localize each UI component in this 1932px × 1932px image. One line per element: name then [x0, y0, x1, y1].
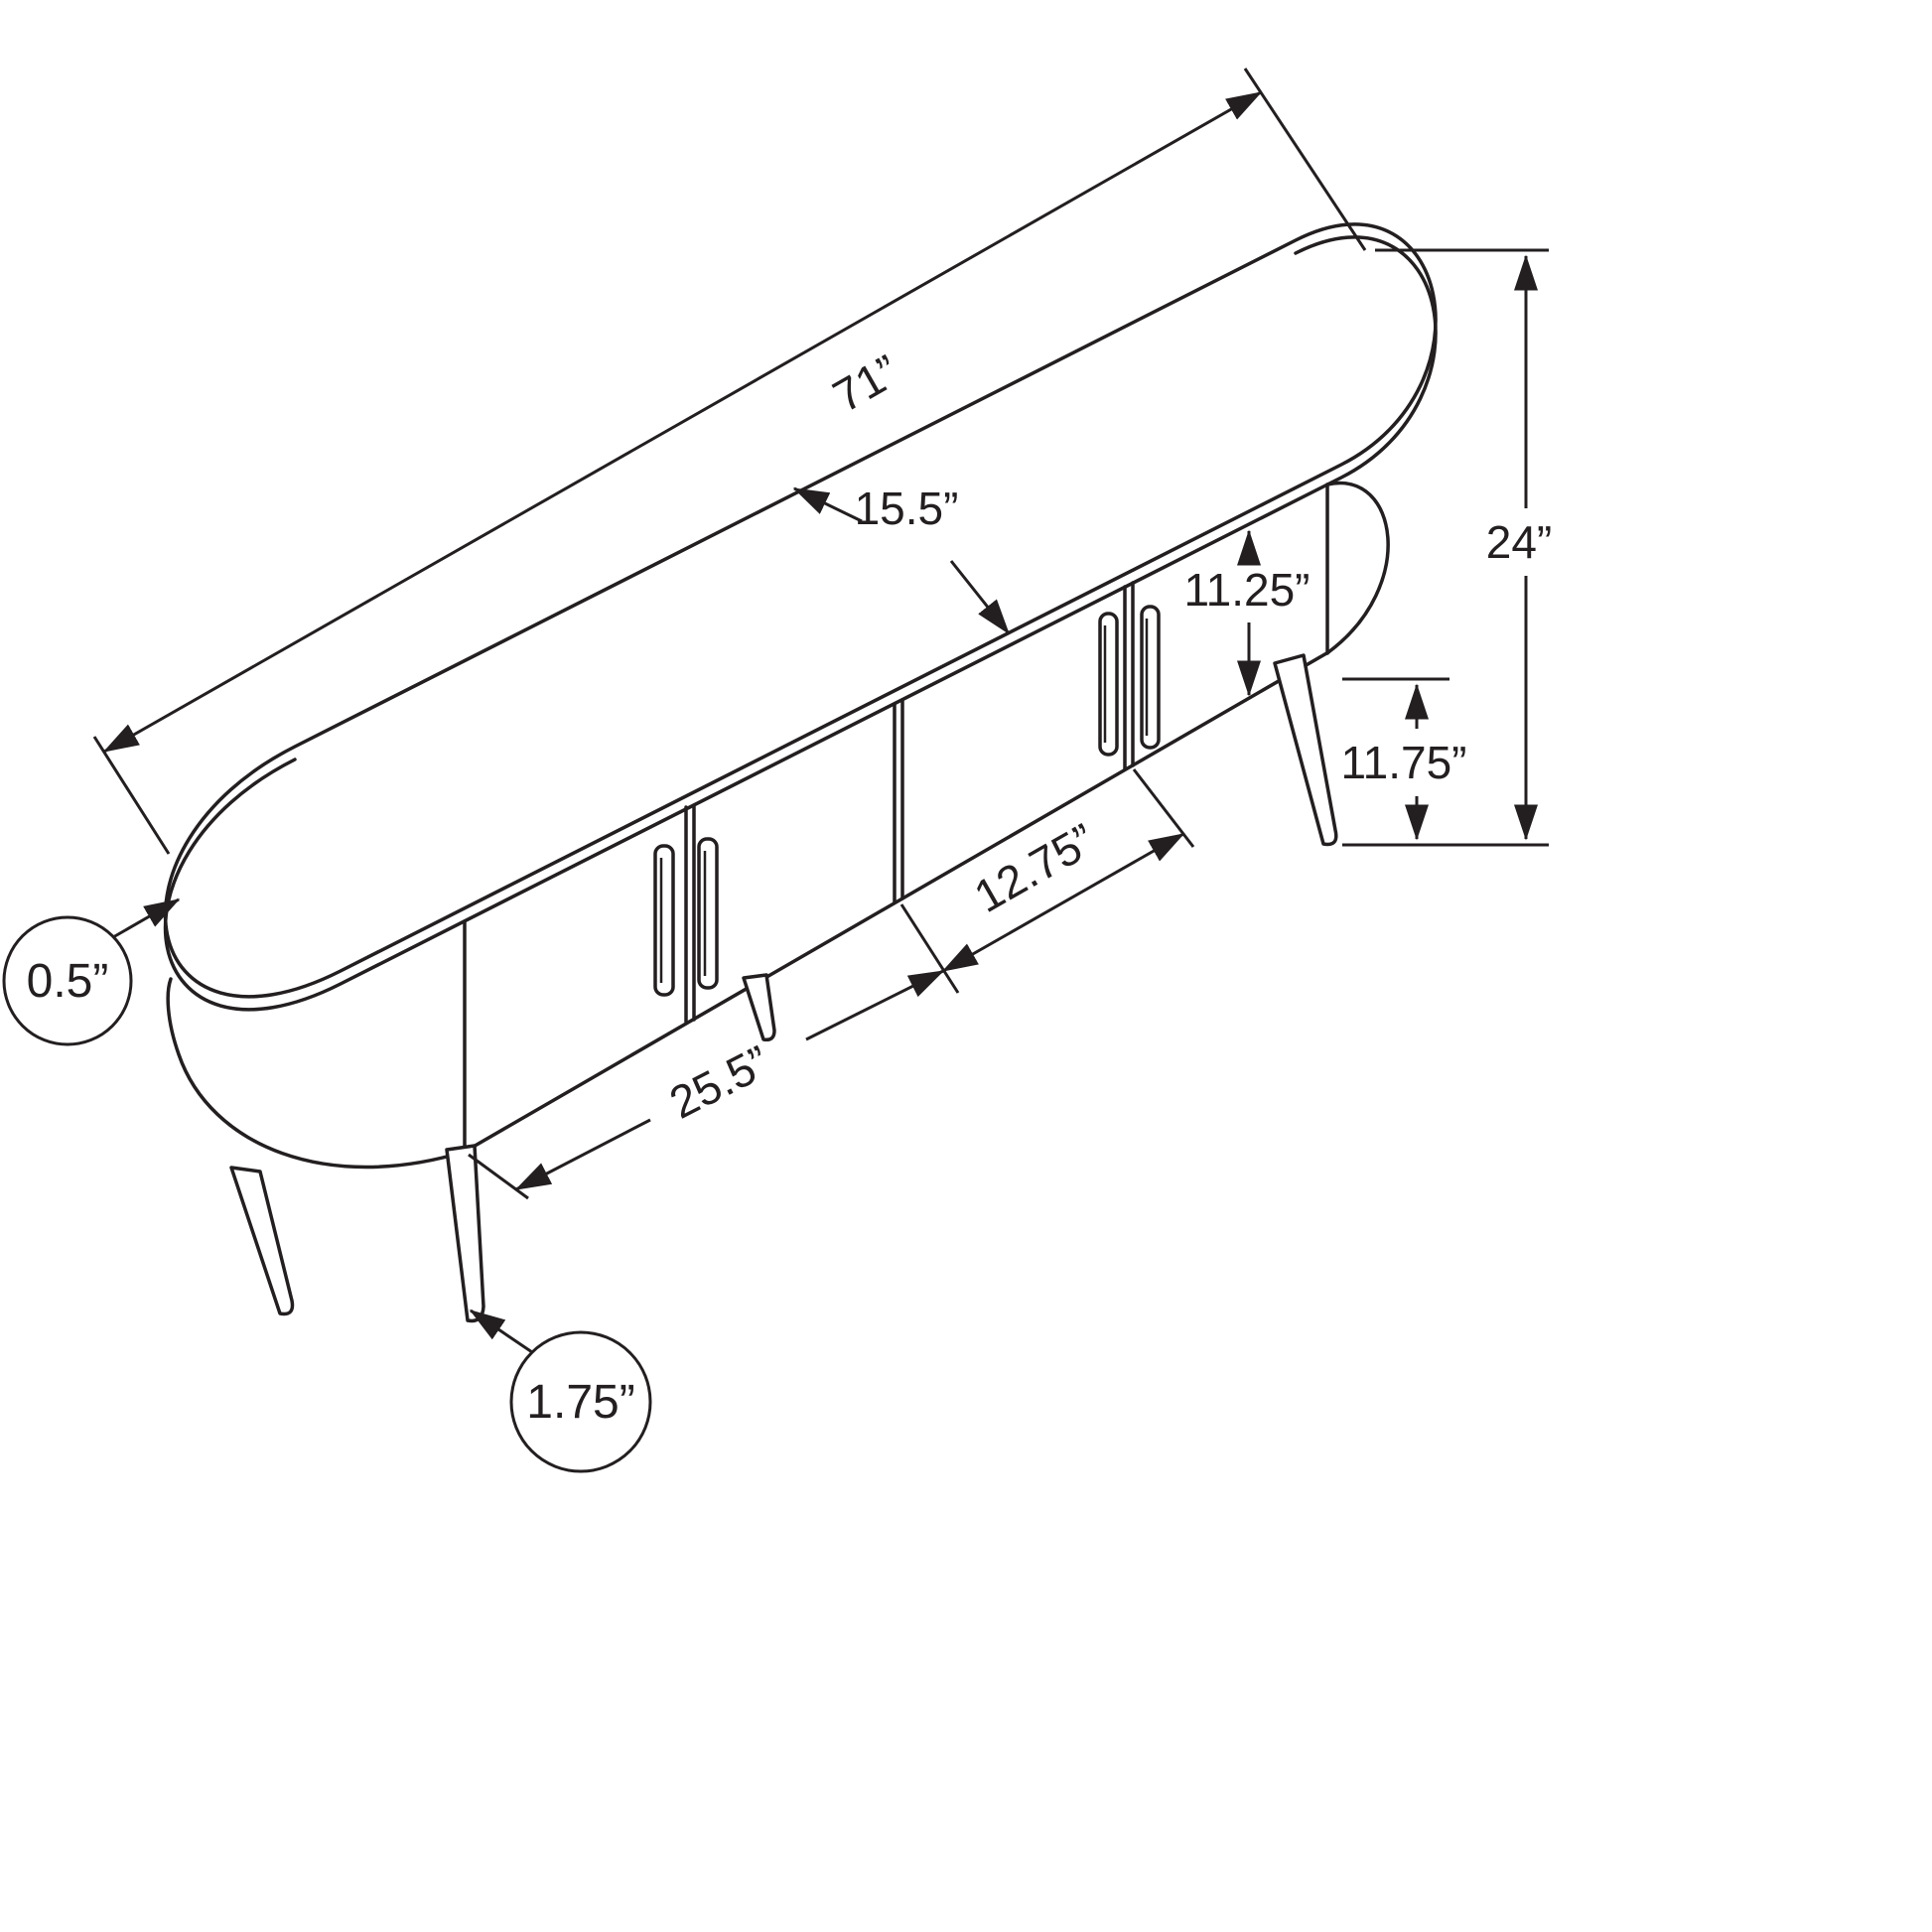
label-overall-width: 71” — [824, 345, 907, 422]
body-left-cap — [166, 977, 467, 1170]
dim-door-width-ext-left — [899, 903, 960, 994]
dim-door-width: 12.75” — [899, 768, 1195, 994]
dim-door-height: 11.25” — [1183, 529, 1311, 697]
leg-front-left — [229, 1166, 295, 1316]
top-edge-band — [163, 235, 1438, 1012]
label-door-height: 11.25” — [1183, 564, 1310, 616]
label-leg-diameter: 1.75” — [526, 1376, 634, 1429]
dim-overall-height: 24” — [1342, 248, 1552, 847]
label-double-door-width: 25.5” — [661, 1035, 777, 1129]
callout-top-thickness-circle — [2, 915, 133, 1046]
dim-door-width-arrow — [941, 832, 1185, 973]
callout-leg-diameter-arrow — [469, 1309, 533, 1354]
body-right-cap — [1325, 481, 1390, 654]
label-top-thickness: 0.5” — [27, 955, 109, 1008]
dim-door-width-ext-right — [1132, 768, 1195, 848]
right-door-handle-b — [1140, 605, 1161, 750]
left-door-handle-b — [697, 837, 719, 990]
dim-top-depth-arrow-back — [792, 486, 863, 523]
dim-double-door-width-ext-left — [468, 1153, 529, 1200]
dim-overall-width-ext-left — [92, 736, 171, 855]
right-door-handle-a — [1098, 612, 1119, 757]
label-leg-height: 11.75” — [1340, 737, 1466, 788]
dim-double-door-width: 25.5” — [468, 969, 945, 1200]
callout-top-thickness: 0.5” — [2, 897, 181, 1046]
tv-stand — [163, 222, 1438, 1323]
left-door-handle-a — [653, 844, 675, 997]
dim-double-door-width-arrow-right — [805, 969, 945, 1041]
label-overall-height: 24” — [1486, 516, 1552, 568]
leg-mid-left — [445, 1144, 485, 1323]
dim-top-depth: 15.5” — [792, 483, 1011, 635]
leg-front-right — [1273, 653, 1338, 847]
leg-back-middle — [742, 973, 776, 1042]
dim-overall-width-ext-right — [1243, 68, 1367, 251]
label-top-depth: 15.5” — [855, 483, 959, 534]
label-door-width: 12.75” — [966, 813, 1104, 922]
legs — [229, 653, 1338, 1323]
dim-overall-width-arrow — [102, 90, 1263, 754]
dim-leg-height: 11.75” — [1340, 677, 1467, 841]
dim-double-door-width-arrow-left — [514, 1118, 651, 1191]
callout-top-thickness-arrow — [112, 897, 181, 939]
callout-leg-diameter: 1.75” — [469, 1309, 652, 1473]
dim-top-depth-arrow-front — [949, 560, 1011, 635]
callout-leg-diameter-circle — [509, 1330, 652, 1473]
